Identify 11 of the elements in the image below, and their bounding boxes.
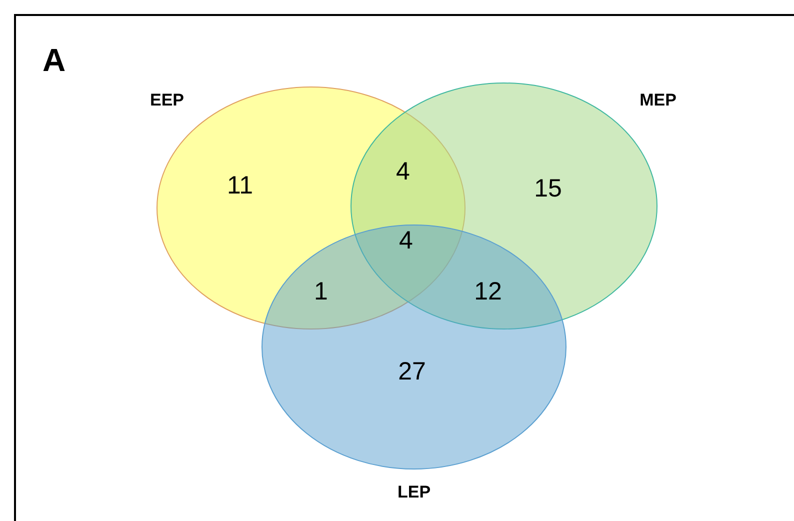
panel-letter: A [42, 44, 66, 76]
count-label: 12 [474, 280, 502, 304]
set-name: EEP [150, 92, 184, 108]
count-label: 27 [398, 360, 426, 384]
set-name: LEP [397, 484, 431, 500]
count-label: 4 [396, 160, 410, 184]
count-label: 15 [534, 176, 562, 202]
set-name: MEP [640, 92, 676, 108]
count-label: 4 [399, 228, 413, 254]
count-label: 11 [227, 174, 253, 198]
count-label: 1 [314, 280, 328, 304]
